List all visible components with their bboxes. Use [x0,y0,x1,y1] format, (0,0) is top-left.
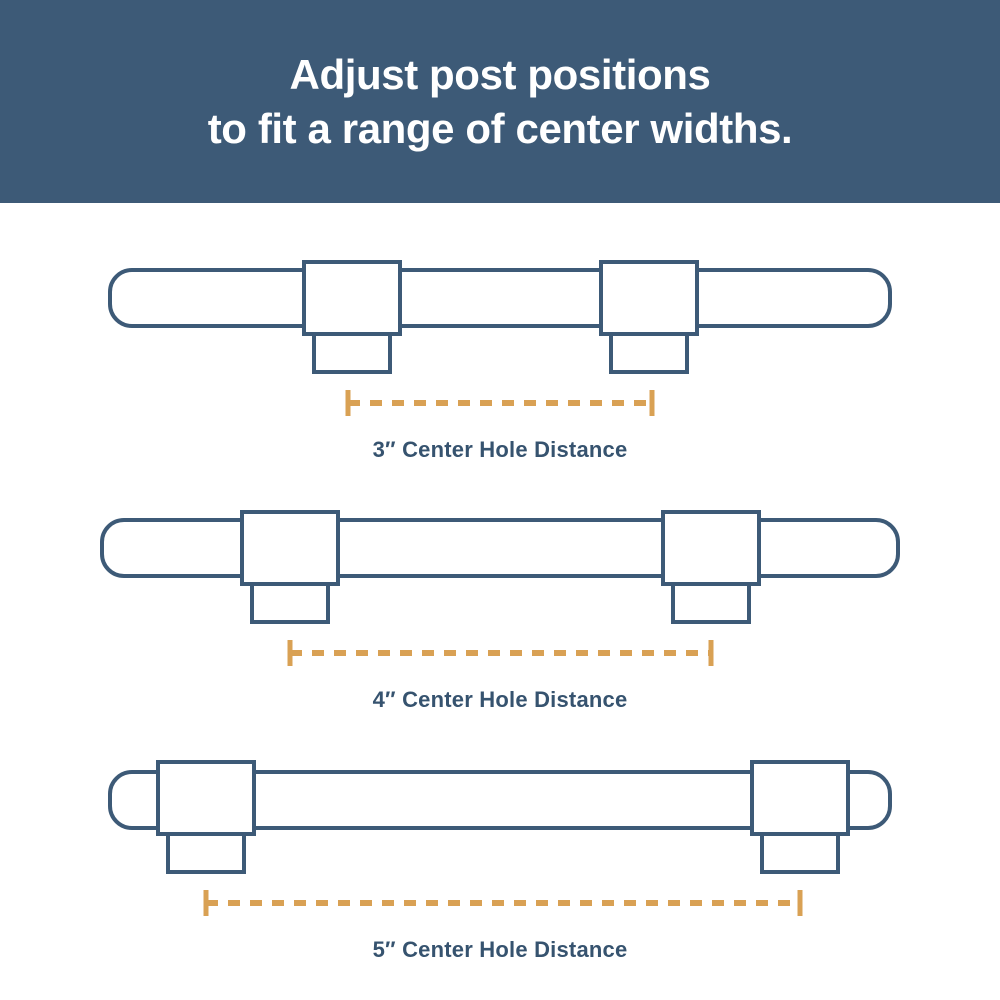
post-foot-right [760,832,840,874]
post-foot-right [609,332,689,374]
post-left-group [240,510,340,624]
post-block-right [599,260,699,336]
diagram-section-4in: 4″ Center Hole Distance [0,490,1000,730]
caption-3in: 3″ Center Hole Distance [372,437,628,462]
header-title-line-1: Adjust post positions [289,50,711,98]
dimension-line-5in [203,890,803,916]
post-foot-right [671,582,751,624]
post-block-right [750,760,850,836]
caption-4in: 4″ Center Hole Distance [372,687,628,712]
post-left-group [156,760,256,874]
diagram-section-3in: 3″ Center Hole Distance [0,240,1000,480]
post-block-left [302,260,402,336]
handle-bar-group [108,770,892,830]
post-foot-left [166,832,246,874]
post-block-left [156,760,256,836]
handle-bar [108,268,892,328]
header-title-line-2: to fit a range of center widths. [207,104,793,152]
handle-bar-group [100,518,900,578]
post-block-right [661,510,761,586]
post-right-group [661,510,761,624]
dimension-line-4in [287,640,714,666]
post-left-group [302,260,402,374]
dimension-line-3in [345,390,655,416]
pull-diagram-5in [108,760,892,916]
post-foot-left [312,332,392,374]
handle-bar [108,770,892,830]
caption-5in: 5″ Center Hole Distance [372,937,628,962]
handle-bar-group [108,268,892,328]
pull-diagram-4in [100,510,900,666]
header-banner: Adjust post positions to fit a range of … [0,0,1000,203]
pull-diagram-3in [108,260,892,416]
post-right-group [750,760,850,874]
handle-bar [100,518,900,578]
post-right-group [599,260,699,374]
diagram-section-5in: 5″ Center Hole Distance [0,740,1000,980]
post-block-left [240,510,340,586]
post-foot-left [250,582,330,624]
